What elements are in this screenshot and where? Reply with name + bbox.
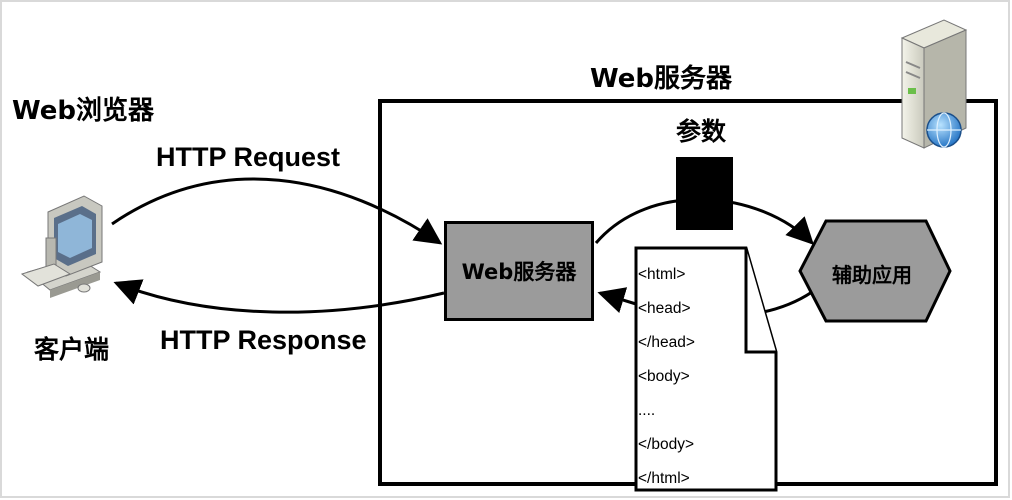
parameter-label: 参数 xyxy=(676,117,727,146)
html-line: </html> xyxy=(638,470,690,487)
browser-label: Web浏览器 xyxy=(12,96,154,126)
html-line: <head> xyxy=(638,300,691,317)
inner-web-server-label: Web服务器 xyxy=(461,260,577,284)
html-line: </head> xyxy=(638,334,695,351)
http-response-label: HTTP Response xyxy=(160,325,367,355)
helper-app-label: 辅助应用 xyxy=(832,263,912,287)
helper-app-shape xyxy=(798,219,952,323)
desktop-computer-icon xyxy=(20,195,103,298)
html-line: <html> xyxy=(638,266,686,283)
html-document-text: <html> <head> </head> <body> .... </body… xyxy=(638,258,695,496)
inner-web-server-box: Web服务器 xyxy=(444,221,594,321)
document-fold xyxy=(744,248,776,354)
html-line: </body> xyxy=(638,436,695,453)
html-line: <body> xyxy=(638,368,690,385)
html-line: .... xyxy=(638,402,656,419)
http-request-label: HTTP Request xyxy=(156,142,341,172)
client-label: 客户端 xyxy=(34,335,110,364)
server-globe-icon xyxy=(900,19,968,149)
parameter-block xyxy=(676,157,733,230)
html-document-shape xyxy=(634,246,778,492)
server-title: Web服务器 xyxy=(590,64,732,94)
request-arrow xyxy=(111,177,443,245)
response-arrow xyxy=(113,279,445,314)
